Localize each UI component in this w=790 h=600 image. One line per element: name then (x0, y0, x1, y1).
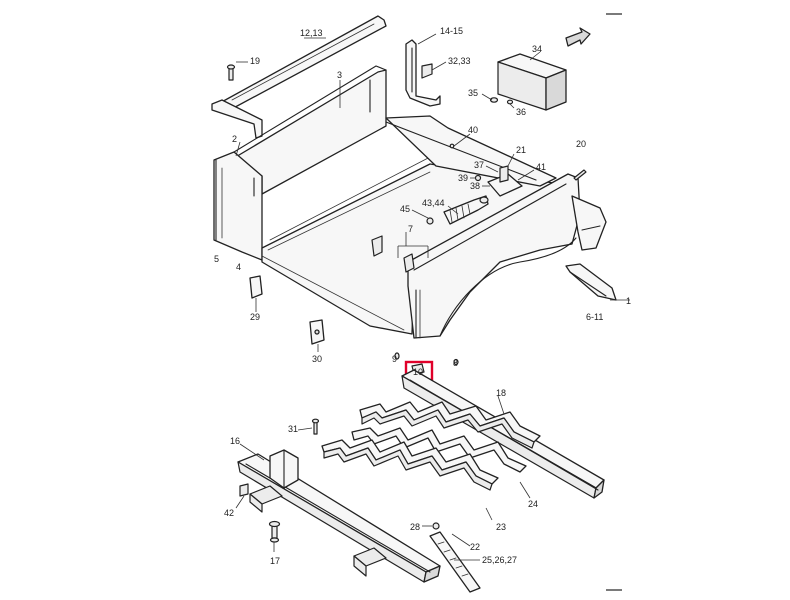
bracket-29[interactable] (249, 275, 263, 299)
bolt-17[interactable] (268, 520, 281, 543)
rear-mount-bracket[interactable] (353, 547, 387, 577)
crossmember-23[interactable] (321, 427, 527, 491)
callout-19: 19 (250, 56, 260, 66)
crossmember-24[interactable] (359, 401, 541, 449)
callout-37: 37 (474, 160, 484, 170)
nut-39[interactable] (474, 174, 482, 182)
callout-2: 2 (232, 134, 237, 144)
callout-41: 41 (536, 162, 546, 172)
callout-10: 10 (413, 367, 423, 377)
callout-39: 39 (458, 173, 468, 183)
washer-36[interactable] (506, 99, 514, 105)
callout-23: 23 (496, 522, 506, 532)
callout-31: 31 (288, 424, 298, 434)
callout-21: 21 (516, 145, 526, 155)
mount-bracket[interactable] (249, 449, 299, 513)
callout-24: 24 (528, 499, 538, 509)
strap-25-26-27[interactable] (429, 531, 481, 593)
callout-16: 16 (230, 436, 240, 446)
callout-25-26-27: 25,26,27 (482, 555, 517, 565)
bolt-31[interactable] (311, 418, 320, 435)
pin-8[interactable] (453, 358, 459, 366)
callout-40: 40 (468, 125, 478, 135)
mud-guard-1[interactable] (565, 263, 617, 301)
callout-17: 17 (270, 556, 280, 566)
callout-12-13: 12,13 (300, 28, 323, 38)
callout-34: 34 (532, 44, 542, 54)
callout-7: 7 (408, 224, 413, 234)
screw-20[interactable] (573, 169, 587, 181)
hinge-7[interactable] (371, 235, 415, 273)
callout-45: 45 (400, 204, 410, 214)
callout-29: 29 (250, 312, 260, 322)
callout-22: 22 (470, 542, 480, 552)
strap-43-44[interactable] (443, 195, 489, 225)
hook-assembly-21[interactable] (487, 165, 523, 197)
truck-bed-body[interactable] (213, 65, 607, 339)
bed-upper-rail-12-13[interactable] (211, 15, 387, 139)
bolt-19[interactable] (226, 64, 236, 81)
callout-18: 18 (496, 388, 506, 398)
callout-4: 4 (236, 262, 241, 272)
callout-38: 38 (470, 181, 480, 191)
callout-30: 30 (312, 354, 322, 364)
callout-36: 36 (516, 107, 526, 117)
bolt-42[interactable] (239, 483, 249, 497)
front-direction-arrow-icon (565, 27, 591, 47)
callout-43-44: 43,44 (422, 198, 445, 208)
screw-35[interactable] (489, 97, 499, 103)
callout-35: 35 (468, 88, 478, 98)
callout-14-15: 14-15 (440, 26, 463, 36)
callout-6-11: 6-11 (586, 312, 603, 322)
callout-3: 3 (337, 70, 342, 80)
callout-8: 8 (453, 358, 458, 368)
rail-18[interactable] (401, 369, 605, 499)
callout-labels: 12,13 19 3 14-15 32,33 34 35 36 40 20 2 … (214, 26, 631, 566)
callout-5: 5 (214, 254, 219, 264)
callout-1: 1 (626, 296, 631, 306)
washer-45[interactable] (426, 217, 434, 225)
leader-lines (235, 33, 630, 561)
callout-32-33: 32,33 (448, 56, 471, 66)
callout-42: 42 (224, 508, 234, 518)
nut-28[interactable] (432, 522, 440, 530)
rivet-40[interactable] (449, 143, 455, 149)
callout-20: 20 (576, 139, 586, 149)
callout-28: 28 (410, 522, 420, 532)
rail-16[interactable] (237, 453, 441, 583)
clip-32-33[interactable] (421, 63, 433, 79)
bracket-30[interactable] (309, 319, 325, 345)
pin-9[interactable] (394, 352, 400, 360)
storage-box-34[interactable] (497, 53, 567, 111)
bracket-14-15[interactable] (405, 39, 441, 107)
callout-9: 9 (392, 354, 397, 364)
